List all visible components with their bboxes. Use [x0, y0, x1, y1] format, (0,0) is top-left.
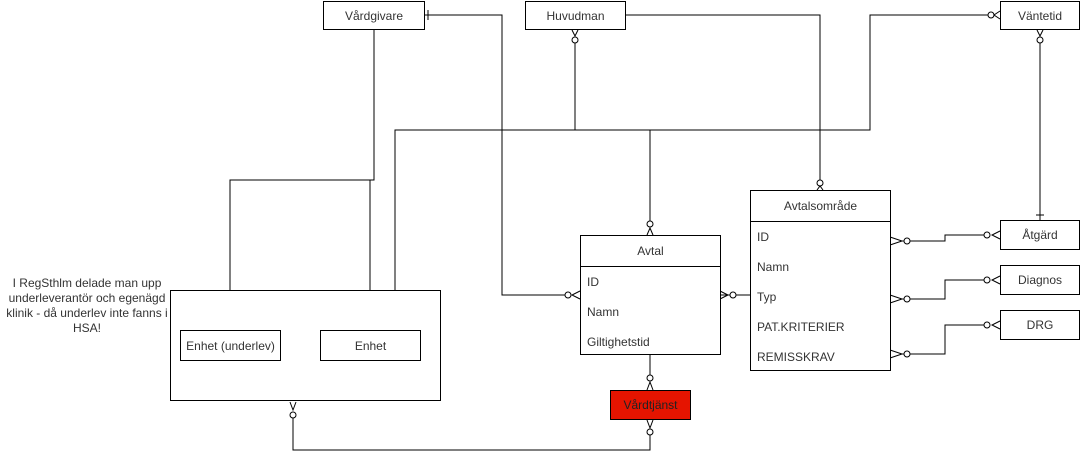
- edge-vantetid-enhet: [394, 14, 990, 330]
- table-avtal[interactable]: Avtal ID Namn Giltighetstid: [580, 235, 721, 355]
- entity-diagnos[interactable]: Diagnos: [1000, 265, 1080, 295]
- edge-enhetgroup-vardtjanst: [292, 412, 651, 451]
- edge-huvudman-avtal: [574, 40, 651, 222]
- entity-enhet[interactable]: Enhet: [320, 330, 421, 361]
- edge-huvudman-avtalsomrade: [626, 14, 821, 180]
- entity-vantetid[interactable]: Väntetid: [1000, 1, 1080, 30]
- edge-vardgivare-enhet-underlev: [229, 30, 375, 320]
- table-avtalsomrade-field[interactable]: Typ: [757, 290, 777, 304]
- table-avtalsomrade-title: Avtalsområde: [751, 191, 890, 222]
- table-avtalsomrade[interactable]: Avtalsområde ID Namn Typ PAT.KRITERIER R…: [750, 190, 891, 371]
- table-avtal-field[interactable]: Giltighetstid: [587, 335, 650, 349]
- table-avtalsomrade-field[interactable]: ID: [757, 230, 769, 244]
- table-avtalsomrade-field[interactable]: REMISSKRAV: [757, 350, 835, 364]
- table-avtal-field[interactable]: Namn: [587, 305, 620, 319]
- entity-atgard[interactable]: Åtgärd: [1000, 220, 1080, 250]
- entity-vardtjanst[interactable]: Vårdtjänst: [610, 390, 691, 420]
- edge-avtalsomrade-atgard: [900, 234, 990, 242]
- table-avtalsomrade-field[interactable]: Namn: [757, 260, 790, 274]
- table-avtal-title: Avtal: [581, 236, 720, 267]
- entity-enhet-underlev[interactable]: Enhet (underlev): [180, 330, 281, 361]
- entity-huvudman[interactable]: Huvudman: [525, 1, 626, 30]
- annotation-note: I RegSthlm delade man upp underleverantö…: [6, 276, 168, 335]
- entity-vardgivare[interactable]: Vårdgivare: [323, 1, 425, 30]
- edge-vardgivare-enhet: [369, 179, 374, 320]
- edge-avtalsomrade-diagnos: [900, 279, 990, 300]
- edge-avtalsomrade-drg: [900, 324, 990, 355]
- edge-vardgivare-avtal: [425, 14, 570, 296]
- table-avtal-field[interactable]: ID: [587, 275, 599, 289]
- entity-drg[interactable]: DRG: [1000, 310, 1080, 340]
- table-avtalsomrade-field[interactable]: PAT.KRITERIER: [757, 320, 845, 334]
